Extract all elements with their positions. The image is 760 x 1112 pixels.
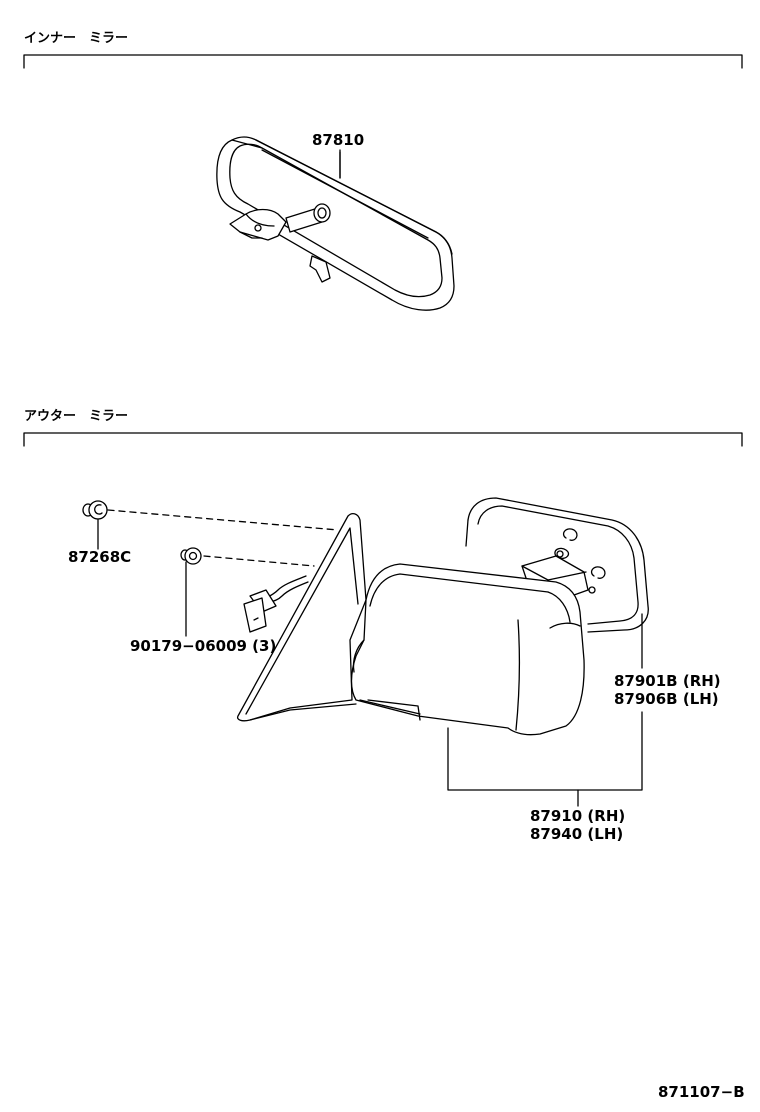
part-label-glass-rh: 87901B (RH)	[614, 672, 721, 690]
inner-section-bracket	[23, 54, 743, 69]
part-label-screw: 90179−06009 (3)	[130, 637, 277, 655]
inner-mirror-section-title: インナー ミラー	[24, 31, 129, 46]
dashed-clip-line	[107, 509, 339, 531]
screw-drawing	[180, 547, 202, 565]
clip-drawing	[82, 500, 108, 520]
part-label-assy-lh: 87940 (LH)	[530, 825, 624, 843]
part-label-glass-lh: 87906B (LH)	[614, 690, 719, 708]
part-label-clip: 87268C	[68, 548, 132, 566]
outer-section-bracket	[23, 432, 743, 447]
leader-assy	[447, 711, 643, 791]
wire-connector-drawing	[243, 575, 309, 633]
mirror-housing-drawing	[350, 563, 585, 736]
inner-mirror-drawing	[216, 136, 455, 311]
part-label-assy-rh: 87910 (RH)	[530, 807, 626, 825]
outer-mirror-section-title: アウター ミラー	[24, 409, 129, 424]
part-label-87810: 87810	[312, 131, 365, 149]
dashed-screw-line	[203, 555, 315, 567]
figure-id: 871107−B	[658, 1083, 745, 1101]
mirror-base-drawing	[236, 513, 367, 722]
